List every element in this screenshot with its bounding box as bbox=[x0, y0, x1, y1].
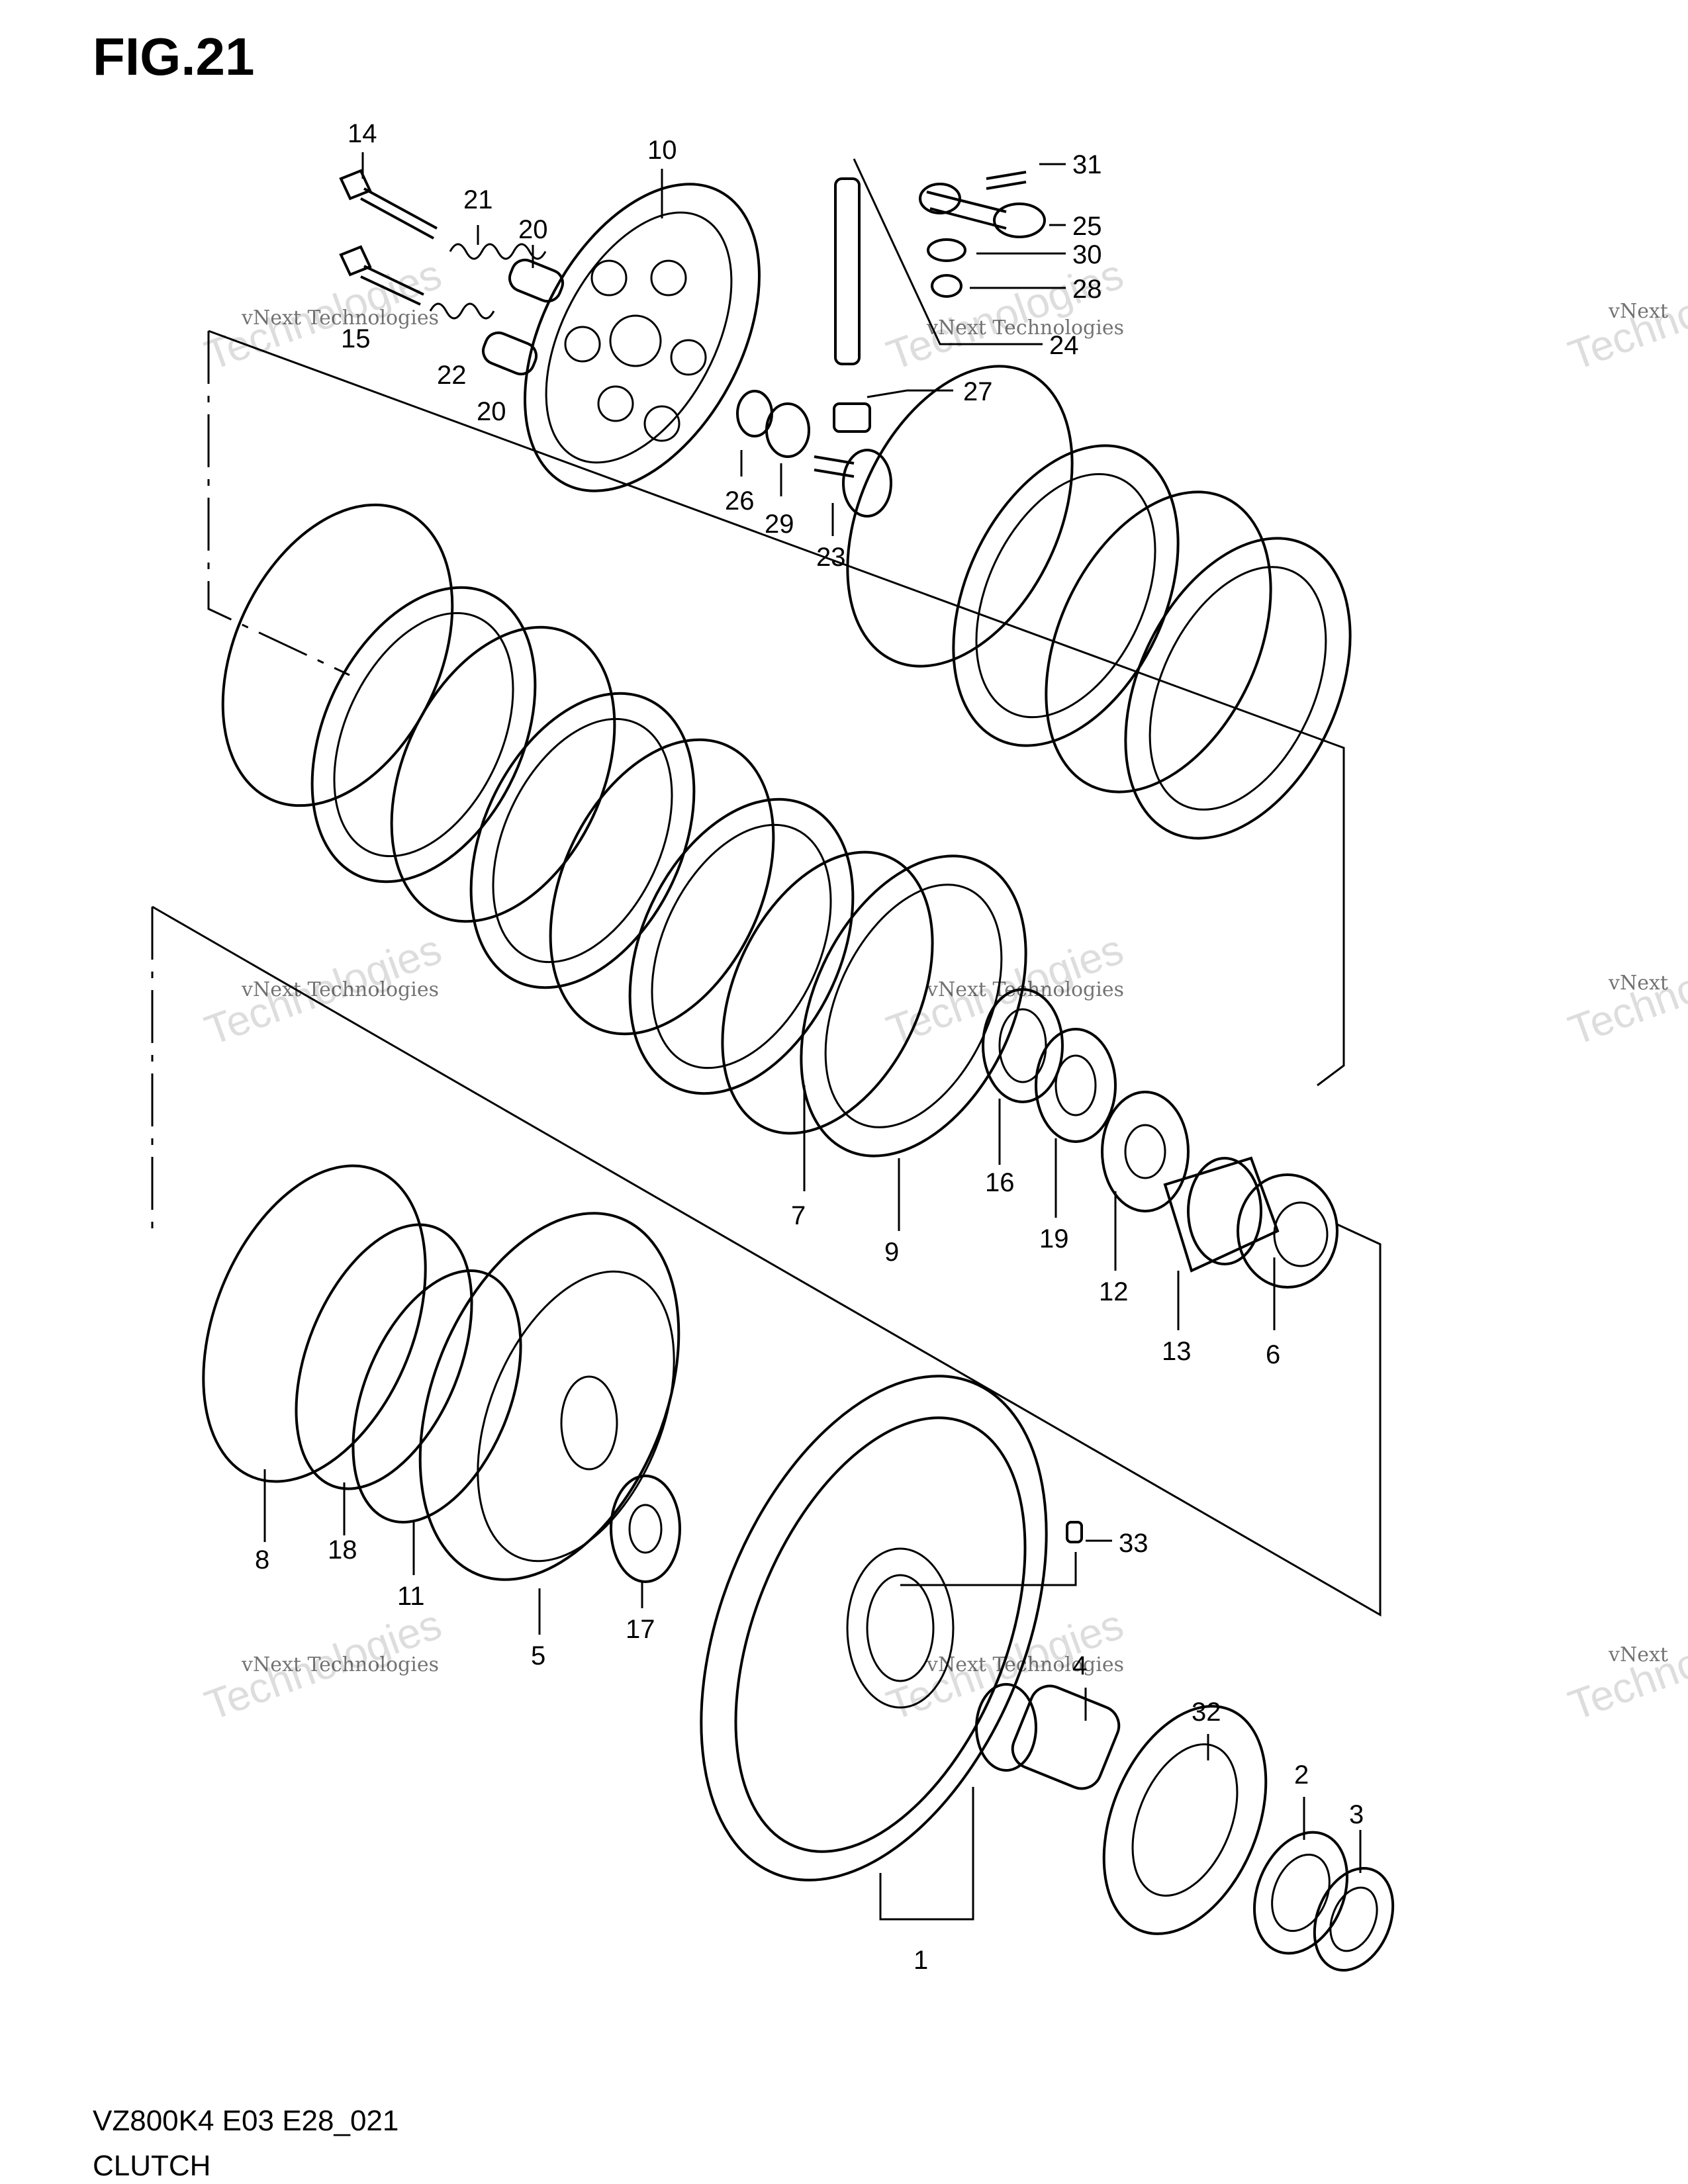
watermark-text: vNext bbox=[1608, 300, 1668, 323]
callout-27: 27 bbox=[963, 377, 993, 406]
watermark-text: vNext bbox=[1608, 972, 1668, 995]
callout-20: 20 bbox=[518, 215, 548, 244]
callout-16: 16 bbox=[985, 1168, 1015, 1197]
callout-26: 26 bbox=[725, 486, 755, 516]
callout-32: 32 bbox=[1192, 1698, 1221, 1727]
callout-21: 21 bbox=[463, 185, 493, 214]
callout-20-lower: 20 bbox=[477, 397, 506, 426]
callout-22: 22 bbox=[437, 361, 467, 390]
callout-13: 13 bbox=[1162, 1337, 1192, 1366]
leader-lines bbox=[263, 152, 1362, 1921]
watermark-text: vNext Technologies bbox=[926, 316, 1124, 340]
callout-labels: 14 21 20 15 22 20 10 26 29 23 31 25 30 2… bbox=[255, 119, 1364, 1975]
callout-19: 19 bbox=[1039, 1224, 1069, 1253]
callout-18: 18 bbox=[328, 1535, 357, 1565]
callout-14: 14 bbox=[348, 119, 377, 148]
callout-11: 11 bbox=[397, 1582, 425, 1611]
callout-9: 9 bbox=[884, 1238, 899, 1267]
callout-4: 4 bbox=[1072, 1651, 1087, 1680]
pressure-plate bbox=[524, 183, 761, 492]
clutch-plate-stack bbox=[221, 365, 1352, 1158]
primary-driven-gear bbox=[700, 1375, 1048, 1882]
callout-7: 7 bbox=[791, 1201, 806, 1230]
assembly-frame bbox=[151, 330, 1382, 1617]
section-name: CLUTCH bbox=[93, 2150, 211, 2182]
callout-10: 10 bbox=[647, 136, 677, 165]
watermark-text: vNext Technologies bbox=[241, 978, 439, 1001]
sleeve-hub bbox=[418, 1212, 681, 1583]
watermark-text: vNext bbox=[1608, 1643, 1668, 1666]
callout-24: 24 bbox=[1049, 331, 1079, 360]
callout-17: 17 bbox=[626, 1615, 655, 1644]
watermark-text: Technologies bbox=[880, 250, 1129, 379]
callout-23: 23 bbox=[816, 543, 846, 572]
watermark-group: Technologies vNext Technologies Technolo… bbox=[199, 250, 1688, 1729]
callout-3: 3 bbox=[1349, 1800, 1364, 1829]
callout-28: 28 bbox=[1072, 275, 1102, 304]
release-mechanism-group bbox=[736, 171, 1046, 518]
bolts-springs-group bbox=[339, 169, 565, 376]
callout-15: 15 bbox=[341, 324, 371, 353]
callout-1: 1 bbox=[914, 1946, 928, 1975]
callout-2: 2 bbox=[1294, 1760, 1309, 1790]
spring-seat-rings bbox=[202, 1164, 522, 1524]
callout-33: 33 bbox=[1119, 1529, 1149, 1558]
watermark-text: vNext Technologies bbox=[241, 1653, 439, 1676]
callout-12: 12 bbox=[1099, 1277, 1129, 1306]
callout-25: 25 bbox=[1072, 212, 1102, 241]
figure-title: FIG.21 bbox=[93, 27, 255, 86]
callout-8: 8 bbox=[255, 1545, 269, 1574]
callout-6: 6 bbox=[1266, 1340, 1280, 1369]
model-code: VZ800K4 E03 E28_021 bbox=[93, 2105, 399, 2137]
watermark-text: vNext Technologies bbox=[241, 306, 439, 330]
bearing-washer-group bbox=[982, 988, 1338, 1289]
shaft-parts-group bbox=[975, 1521, 1395, 1972]
callout-30: 30 bbox=[1072, 240, 1102, 269]
callout-5: 5 bbox=[531, 1641, 545, 1670]
callout-29: 29 bbox=[765, 510, 794, 539]
callout-31: 31 bbox=[1072, 150, 1102, 179]
